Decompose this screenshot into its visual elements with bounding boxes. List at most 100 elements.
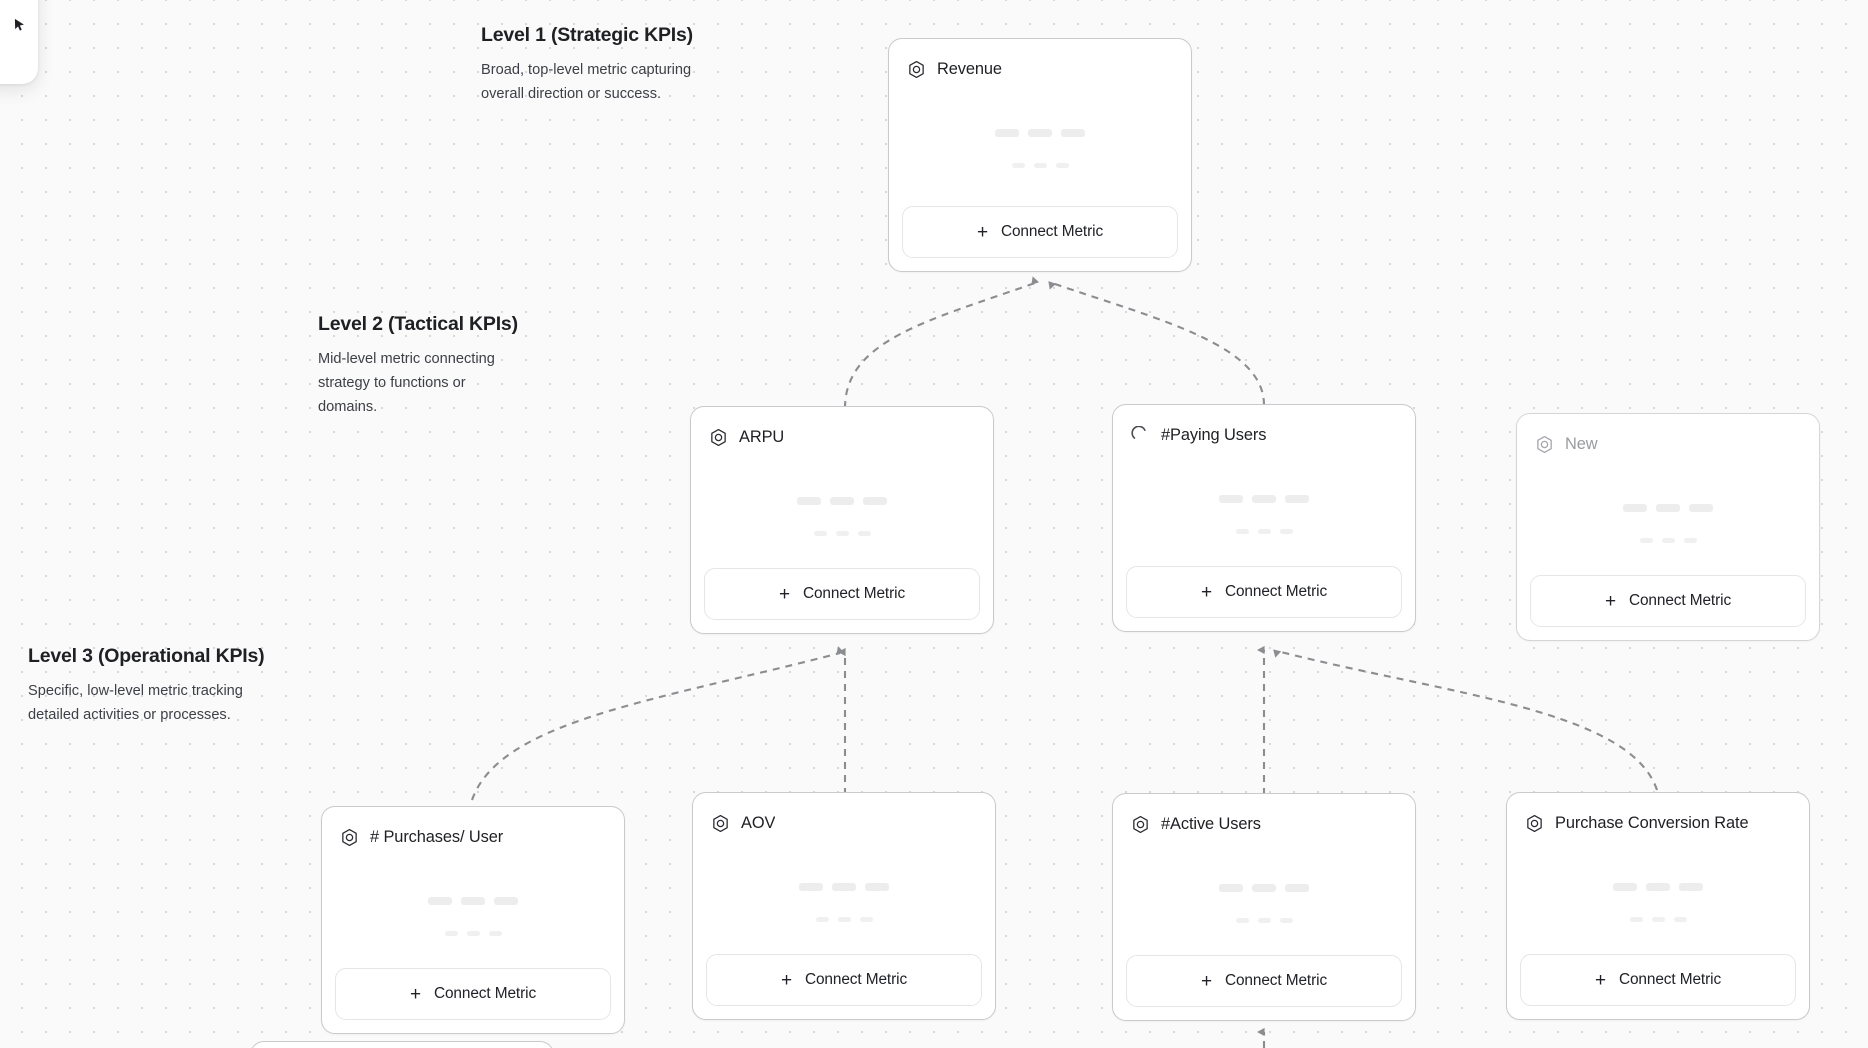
hexagon-metric-icon bbox=[709, 428, 728, 447]
card-skeleton-body bbox=[889, 83, 1191, 206]
metric-card-purchase-conversion-rate[interactable]: Purchase Conversion Rate + Connect Metri… bbox=[1506, 792, 1810, 1020]
skeleton-chip bbox=[995, 129, 1019, 137]
card-skeleton-body bbox=[1113, 449, 1415, 566]
skeleton-chip bbox=[1679, 883, 1703, 891]
skeleton-chip bbox=[1646, 883, 1670, 891]
skeleton-chip bbox=[1689, 504, 1713, 512]
skeleton-row-primary bbox=[1113, 495, 1415, 503]
card-skeleton-body bbox=[691, 451, 993, 568]
connect-metric-button[interactable]: + Connect Metric bbox=[1520, 954, 1796, 1006]
skeleton-chip bbox=[1219, 495, 1243, 503]
skeleton-chip bbox=[799, 883, 823, 891]
hexagon-metric-icon bbox=[340, 828, 359, 847]
skeleton-row-primary bbox=[1507, 883, 1809, 891]
connect-metric-label: Connect Metric bbox=[1224, 583, 1328, 600]
connect-metric-button[interactable]: + Connect Metric bbox=[1530, 575, 1806, 627]
skeleton-chip bbox=[813, 531, 827, 536]
skeleton-chip bbox=[1279, 529, 1293, 534]
skeleton-chip bbox=[1235, 918, 1249, 923]
skeleton-chip bbox=[835, 531, 849, 536]
card-skeleton-body bbox=[1113, 838, 1415, 955]
level-3-description: Specific, low-level metric tracking deta… bbox=[28, 683, 243, 723]
skeleton-chip bbox=[1661, 538, 1675, 543]
skeleton-row-secondary bbox=[691, 531, 993, 536]
skeleton-chip bbox=[1028, 129, 1052, 137]
skeleton-chip bbox=[1055, 163, 1069, 168]
cursor-pointer-icon[interactable] bbox=[11, 17, 28, 34]
metric-card-paying-users[interactable]: #Paying Users + Connect Metric bbox=[1112, 404, 1416, 632]
card-skeleton-body bbox=[322, 851, 624, 968]
connect-metric-button[interactable]: + Connect Metric bbox=[704, 568, 980, 620]
metric-card-active-users[interactable]: #Active Users + Connect Metric bbox=[1112, 793, 1416, 1021]
connect-metric-button[interactable]: + Connect Metric bbox=[706, 954, 982, 1006]
hexagon-metric-icon bbox=[1131, 815, 1150, 834]
metric-card-revenue[interactable]: Revenue + Connect Metric bbox=[888, 38, 1192, 272]
metric-card-purchases-per-user[interactable]: # Purchases/ User + Connect Metric bbox=[321, 806, 625, 1034]
card-header: AOV bbox=[693, 793, 995, 837]
skeleton-chip bbox=[865, 883, 889, 891]
card-header: # Purchases/ User bbox=[322, 807, 624, 851]
metric-card-new[interactable]: New + Connect Metric bbox=[1516, 413, 1820, 641]
level-3-label-group: Level 3 (Operational KPIs) Specific, low… bbox=[28, 645, 265, 727]
card-title: #Paying Users bbox=[1161, 425, 1267, 444]
connect-metric-label: Connect Metric bbox=[804, 971, 908, 988]
metric-card-arpu[interactable]: ARPU + Connect Metric bbox=[690, 406, 994, 634]
plus-icon: + bbox=[409, 983, 421, 1005]
skeleton-row-secondary bbox=[693, 917, 995, 922]
metric-card-offscreen-below-purchases[interactable] bbox=[250, 1041, 554, 1048]
skeleton-row-primary bbox=[889, 129, 1191, 137]
edge-purchases-to-arpu bbox=[471, 646, 845, 801]
plus-icon: + bbox=[976, 221, 988, 243]
card-skeleton-body bbox=[1517, 458, 1819, 575]
edge-conversion-to-paying bbox=[1273, 649, 1658, 791]
skeleton-chip bbox=[488, 931, 502, 936]
plus-icon: + bbox=[1200, 581, 1212, 603]
plus-icon: + bbox=[1594, 969, 1606, 991]
card-title: # Purchases/ User bbox=[370, 827, 504, 846]
connect-metric-label: Connect Metric bbox=[1618, 971, 1722, 988]
skeleton-chip bbox=[428, 897, 452, 905]
skeleton-chip bbox=[1285, 884, 1309, 892]
level-1-description: Broad, top-level metric capturing overal… bbox=[481, 62, 692, 102]
hexagon-metric-icon bbox=[1525, 814, 1544, 833]
skeleton-chip bbox=[1257, 529, 1271, 534]
skeleton-chip bbox=[1613, 883, 1637, 891]
card-header: Purchase Conversion Rate bbox=[1507, 793, 1809, 837]
skeleton-chip bbox=[1219, 884, 1243, 892]
skeleton-chip bbox=[1279, 918, 1293, 923]
plus-icon: + bbox=[778, 583, 790, 605]
level-2-description: Mid-level metric connecting strategy to … bbox=[318, 351, 495, 415]
skeleton-row-primary bbox=[693, 883, 995, 891]
connect-metric-button[interactable]: + Connect Metric bbox=[1126, 955, 1402, 1007]
edge-paying-to-revenue bbox=[1048, 281, 1266, 406]
skeleton-chip bbox=[863, 497, 887, 505]
level-1-label-group: Level 1 (Strategic KPIs) Broad, top-leve… bbox=[481, 24, 696, 106]
level-2-label-group: Level 2 (Tactical KPIs) Mid-level metric… bbox=[318, 313, 528, 419]
floating-toolbar-panel[interactable] bbox=[0, 0, 38, 84]
skeleton-chip bbox=[1235, 529, 1249, 534]
skeleton-chip bbox=[837, 917, 851, 922]
plus-icon: + bbox=[1200, 970, 1212, 992]
skeleton-chip bbox=[1011, 163, 1025, 168]
level-3-title: Level 3 (Operational KPIs) bbox=[28, 645, 265, 667]
card-header: New bbox=[1517, 414, 1819, 458]
skeleton-chip bbox=[830, 497, 854, 505]
skeleton-chip bbox=[444, 931, 458, 936]
metric-card-aov[interactable]: AOV + Connect Metric bbox=[692, 792, 996, 1020]
level-1-title: Level 1 (Strategic KPIs) bbox=[481, 24, 693, 46]
skeleton-chip bbox=[1651, 917, 1665, 922]
connect-metric-button[interactable]: + Connect Metric bbox=[902, 206, 1178, 258]
skeleton-row-secondary bbox=[1507, 917, 1809, 922]
card-header: #Paying Users bbox=[1113, 405, 1415, 449]
skeleton-chip bbox=[1673, 917, 1687, 922]
connect-metric-label: Connect Metric bbox=[433, 985, 537, 1002]
card-title: AOV bbox=[741, 813, 776, 832]
connect-metric-button[interactable]: + Connect Metric bbox=[1126, 566, 1402, 618]
connect-metric-label: Connect Metric bbox=[1628, 592, 1732, 609]
skeleton-chip bbox=[1257, 918, 1271, 923]
level-2-title: Level 2 (Tactical KPIs) bbox=[318, 313, 518, 335]
hexagon-metric-icon bbox=[711, 814, 730, 833]
connect-metric-button[interactable]: + Connect Metric bbox=[335, 968, 611, 1020]
plus-icon: + bbox=[1604, 590, 1616, 612]
